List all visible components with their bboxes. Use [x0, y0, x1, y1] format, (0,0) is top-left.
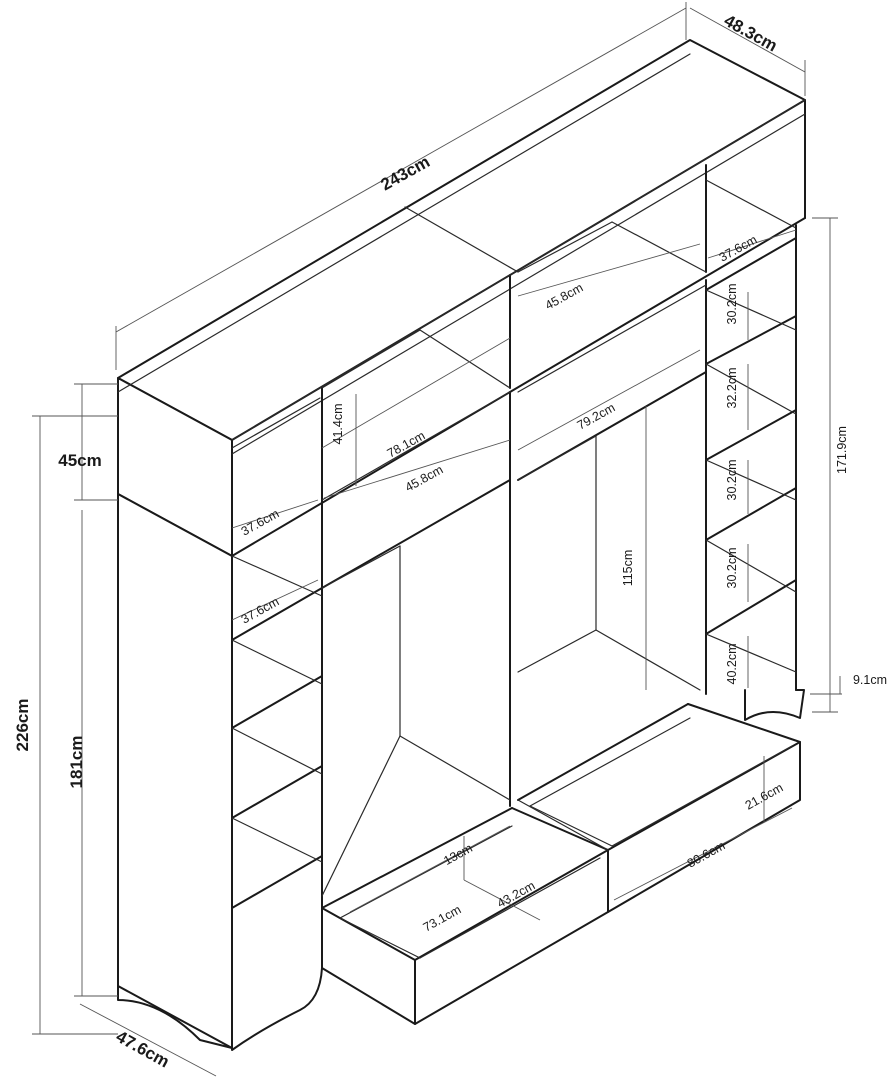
- right-shelf-4: [705, 579, 797, 635]
- label-left-shelf-depth: 37.6cm: [239, 594, 282, 626]
- right-back-top: [517, 435, 597, 481]
- right-drawer-right-top: [687, 703, 801, 743]
- left-drawer-inner-side: [339, 917, 421, 959]
- top-unit-lid-front: [231, 113, 806, 455]
- right-shelf-1: [705, 315, 797, 365]
- right-drawer-inner-side: [529, 805, 613, 847]
- right-shelf-depth-3: [705, 459, 797, 501]
- dimension-lines: [32, 2, 842, 1077]
- right-drawer-back-top: [517, 703, 689, 801]
- top-back-edge-6: [705, 179, 797, 229]
- label-total-height: 226cm: [13, 699, 32, 752]
- left-shelf-depth-4: [231, 817, 323, 863]
- label-top-mid-height: 41.4cm: [331, 404, 345, 445]
- left-drawer-side: [321, 907, 416, 1025]
- left-shelf-4: [231, 855, 323, 909]
- label-top-left-shelf: 37.6cm: [239, 506, 282, 538]
- right-drawer-left-top: [517, 799, 609, 851]
- top-back-edge-2: [419, 329, 511, 389]
- top-back-edge-5: [231, 397, 321, 449]
- right-drawer-front: [607, 741, 801, 913]
- left-plinth: [117, 985, 233, 1049]
- label-depth-top: 48.3cm: [721, 11, 781, 56]
- top-unit-seam: [404, 206, 519, 273]
- label-base-unit-height: 181cm: [67, 736, 86, 789]
- right-shelf-depth-4: [705, 539, 797, 593]
- right-shelf-3: [705, 487, 797, 541]
- label-shelf-3: 30.2cm: [725, 460, 739, 501]
- right-drawer-inner-front: [611, 745, 793, 847]
- right-plinth: [744, 689, 805, 721]
- left-shelf-depth-2: [231, 639, 323, 685]
- right-shelf-depth-2: [705, 363, 797, 415]
- label-right-column-height: 171.9cm: [835, 426, 849, 474]
- label-total-width: 243cm: [378, 152, 434, 194]
- right-shelf-0: [705, 237, 797, 291]
- top-back-edge-3: [517, 221, 613, 273]
- label-top-unit-height: 45cm: [58, 451, 101, 470]
- left-back-top: [321, 545, 401, 589]
- left-drawer-right-top: [511, 807, 609, 851]
- top-back-edge-1: [321, 329, 421, 389]
- left-shelf-2: [231, 675, 323, 729]
- left-shelf-1: [231, 587, 323, 641]
- left-floor-back: [399, 735, 511, 801]
- label-top-right-width: 79.2cm: [575, 400, 618, 432]
- right-shelf-depth-1: [705, 289, 797, 331]
- right-floor-back: [595, 629, 701, 691]
- left-drawer-inner-front: [419, 857, 601, 959]
- left-shelf-3: [231, 765, 323, 819]
- top-unit-front-bottom: [231, 217, 806, 557]
- label-shelf-1: 30.2cm: [725, 284, 739, 325]
- top-back-edge-4: [611, 221, 707, 273]
- left-rail-shelf: [321, 479, 511, 589]
- top-unit-front-top: [231, 99, 806, 441]
- left-shelf-depth-3: [231, 727, 323, 775]
- front-plinth: [231, 967, 323, 1051]
- label-drawer-left-width: 73.1cm: [421, 902, 464, 934]
- right-drawer-inner-back: [529, 717, 691, 807]
- left-drawer-front: [414, 849, 609, 1025]
- right-shelf-depth-5: [705, 633, 797, 673]
- label-shelf-2: 32.2cm: [725, 368, 739, 409]
- label-top-right-depth: 45.8cm: [543, 280, 586, 312]
- left-shelf-depth-1: [231, 555, 323, 597]
- top-unit-lid-back: [117, 53, 691, 393]
- left-top-edge: [321, 391, 511, 501]
- label-shelf-4: 30.2cm: [725, 548, 739, 589]
- left-drawer-inner-back: [339, 825, 513, 919]
- label-hanging-height: 115cm: [621, 550, 635, 587]
- right-top-edge: [517, 284, 707, 393]
- right-shelf-2: [705, 409, 797, 461]
- label-drawer-left-height: 13cm: [441, 841, 475, 868]
- right-floor-side: [517, 629, 597, 673]
- label-depth-bottom: 47.6cm: [113, 1027, 173, 1072]
- label-plinth-height: 9.1cm: [853, 673, 887, 687]
- left-drawer-back-top: [321, 807, 513, 909]
- left-floor-side: [321, 735, 401, 897]
- label-shelf-5: 40.2cm: [725, 644, 739, 685]
- left-side-panel: [117, 493, 233, 1049]
